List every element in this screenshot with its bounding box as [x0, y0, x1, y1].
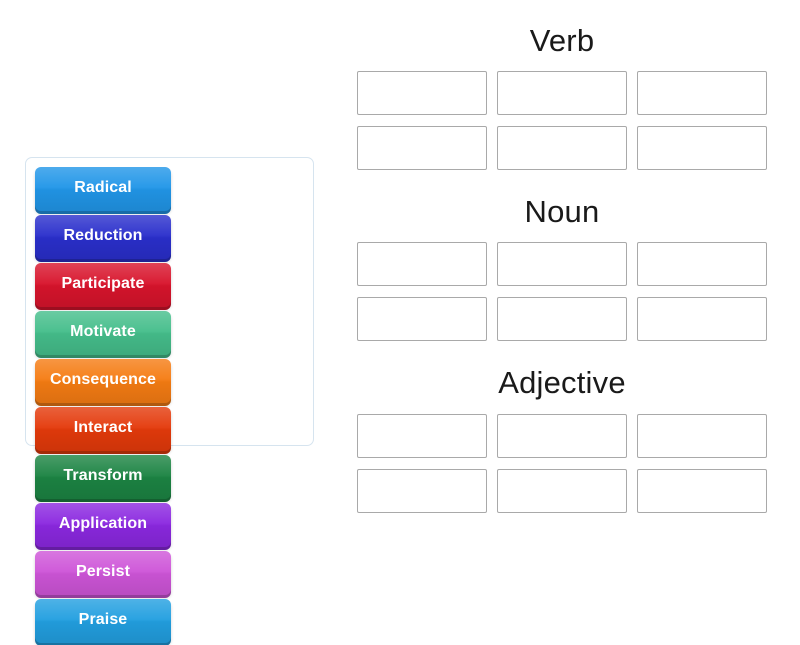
word-tile-label: Radical: [74, 178, 132, 196]
dropzone[interactable]: [497, 413, 627, 458]
word-tile[interactable]: Application: [35, 503, 171, 547]
category-group: Adjective: [352, 364, 772, 523]
dropzone-grid: [352, 71, 772, 181]
category-group: Verb: [352, 22, 772, 181]
dropzone[interactable]: [637, 413, 767, 458]
dropzone-grid: [352, 413, 772, 524]
dropzone[interactable]: [637, 71, 767, 116]
word-tile-label: Praise: [78, 610, 128, 628]
category-group: Noun: [352, 193, 772, 352]
word-tile[interactable]: Radical: [35, 167, 171, 211]
dropzone-grid: [352, 242, 772, 352]
word-tile[interactable]: Reduction: [35, 215, 171, 259]
dropzone[interactable]: [637, 297, 767, 342]
dropzone[interactable]: [637, 468, 767, 513]
dropzone[interactable]: [497, 297, 627, 342]
category-heading: Adjective: [498, 365, 626, 401]
dropzone[interactable]: [357, 413, 487, 458]
word-tile[interactable]: Interact: [35, 407, 171, 451]
dropzone[interactable]: [497, 468, 627, 513]
word-tile-label: Motivate: [70, 322, 136, 340]
word-tile-label: Participate: [61, 274, 145, 292]
category-heading: Verb: [529, 23, 595, 58]
dropzone[interactable]: [357, 242, 487, 287]
word-tile-label: Interact: [73, 418, 133, 436]
word-tile[interactable]: Motivate: [35, 311, 171, 355]
dropzone[interactable]: [637, 242, 767, 287]
dropzone[interactable]: [357, 468, 487, 513]
dropzone[interactable]: [637, 126, 767, 171]
word-tile-label: Application: [58, 514, 148, 532]
word-tile[interactable]: Persist: [35, 551, 171, 595]
dropzone[interactable]: [497, 126, 627, 171]
dropzone[interactable]: [357, 297, 487, 342]
dropzone[interactable]: [357, 126, 487, 171]
word-tile-label: Reduction: [63, 226, 143, 244]
category-heading: Noun: [524, 194, 600, 230]
dropzone[interactable]: [497, 71, 627, 116]
dropzone[interactable]: [357, 71, 487, 116]
word-tile[interactable]: Consequence: [35, 359, 171, 403]
word-tile[interactable]: Transform: [35, 455, 171, 499]
word-tile-label: Consequence: [49, 370, 156, 388]
word-tile[interactable]: Praise: [35, 599, 171, 643]
dropzone[interactable]: [497, 242, 627, 287]
word-tile[interactable]: Participate: [35, 263, 171, 307]
word-tile-label: Persist: [75, 562, 131, 580]
word-tile-label: Transform: [63, 466, 143, 484]
